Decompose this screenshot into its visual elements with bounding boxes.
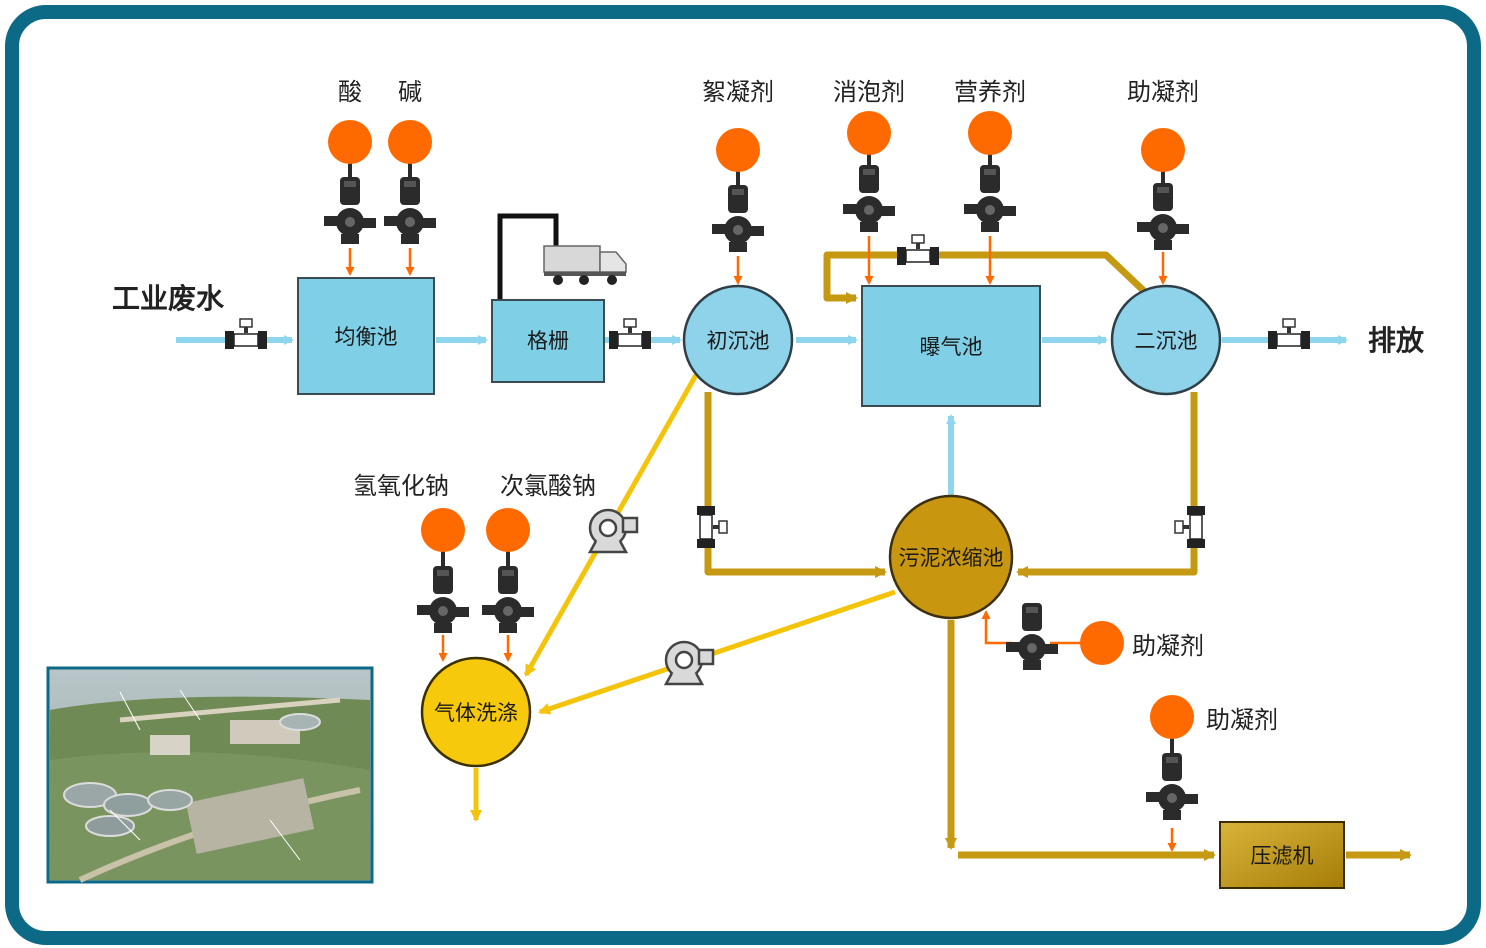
dosing-pump-icon	[843, 165, 895, 232]
node-label: 初沉池	[707, 329, 770, 353]
label-coagulant-aid-press: 助凝剂	[1206, 706, 1278, 734]
label-coagulant-aid: 助凝剂	[1127, 78, 1199, 106]
node-label: 曝气池	[920, 335, 983, 359]
label-naclo: 次氯酸钠	[500, 472, 596, 500]
dosing-base	[384, 120, 436, 244]
dosing-tank-icon	[388, 120, 432, 164]
dosing-naoh	[417, 508, 469, 633]
node-label: 污泥浓缩池	[899, 546, 1004, 570]
label-flocculant: 絮凝剂	[702, 78, 774, 106]
dosing-flocculant	[712, 128, 764, 252]
dosing-pump-icon	[417, 566, 469, 633]
label-defoamer: 消泡剂	[833, 78, 905, 106]
valve-icon	[224, 318, 268, 350]
label-input: 工业废水	[112, 282, 225, 315]
node-label: 二沉池	[1135, 329, 1198, 353]
dosing-tank-icon	[847, 111, 891, 155]
truck-icon	[497, 213, 627, 300]
dosing-pump-icon	[384, 177, 436, 244]
label-nutrient: 营养剂	[954, 78, 1026, 106]
node-label: 均衡池	[335, 325, 398, 349]
dosing-coagulant-aid-thickener	[1006, 603, 1124, 670]
dosing-defoamer	[843, 111, 895, 232]
node-aeration-tank: 曝气池	[861, 285, 1041, 407]
valve-icon	[696, 505, 728, 549]
dosing-pump-icon	[1137, 183, 1189, 250]
dosing-tank-icon	[716, 128, 760, 172]
plant-aerial-photo	[46, 666, 374, 884]
dosing-pump-icon	[482, 566, 534, 633]
diagram-frame	[5, 5, 1481, 945]
label-base: 碱	[398, 78, 422, 106]
dosing-naclo	[482, 508, 534, 633]
node-equalization-tank: 均衡池	[297, 277, 435, 395]
node-screen: 格栅	[491, 299, 605, 383]
label-output: 排放	[1368, 324, 1425, 357]
node-sludge-thickener: 污泥浓缩池	[888, 494, 1014, 620]
valve-icon	[896, 234, 940, 266]
dosing-pump-icon	[964, 165, 1016, 232]
dosing-tank-icon	[968, 111, 1012, 155]
valve-icon	[1267, 318, 1311, 350]
node-label: 压滤机	[1251, 844, 1314, 868]
node-secondary-clarifier: 二沉池	[1110, 284, 1222, 396]
dosing-tank-icon	[1080, 621, 1124, 665]
sludge-flow-lines	[704, 251, 1412, 861]
dosing-pump-icon	[712, 185, 764, 252]
label-acid: 酸	[338, 78, 362, 106]
blower-icon	[664, 640, 715, 686]
dosing-pump-icon	[324, 177, 376, 244]
dosing-pump-icon	[1006, 603, 1058, 670]
valve-icon	[1174, 505, 1206, 549]
dosing-nutrient	[964, 111, 1016, 232]
dosing-tank-icon	[486, 508, 530, 552]
dosing-tank-icon	[328, 120, 372, 164]
dosing-tank-icon	[1141, 128, 1185, 172]
label-coagulant-aid-thickener: 助凝剂	[1132, 632, 1204, 660]
dosing-tank-icon	[1150, 695, 1194, 739]
node-gas-scrubber: 气体洗涤	[420, 656, 532, 768]
gas-flow-lines	[470, 373, 896, 822]
node-label: 气体洗涤	[434, 701, 518, 725]
dosing-coagulant-aid	[1137, 128, 1189, 250]
dosing-coagulant-aid-press	[1146, 695, 1198, 820]
dosing-pump-icon	[1146, 753, 1198, 820]
dosing-tank-icon	[421, 508, 465, 552]
dosing-acid	[324, 120, 376, 244]
node-filter-press: 压滤机	[1219, 821, 1345, 889]
node-primary-clarifier: 初沉池	[682, 284, 794, 396]
node-label: 格栅	[527, 329, 569, 353]
label-naoh: 氢氧化钠	[353, 472, 449, 500]
dosing-lines	[345, 236, 1177, 852]
blower-icon	[588, 508, 639, 554]
valve-icon	[608, 318, 652, 350]
